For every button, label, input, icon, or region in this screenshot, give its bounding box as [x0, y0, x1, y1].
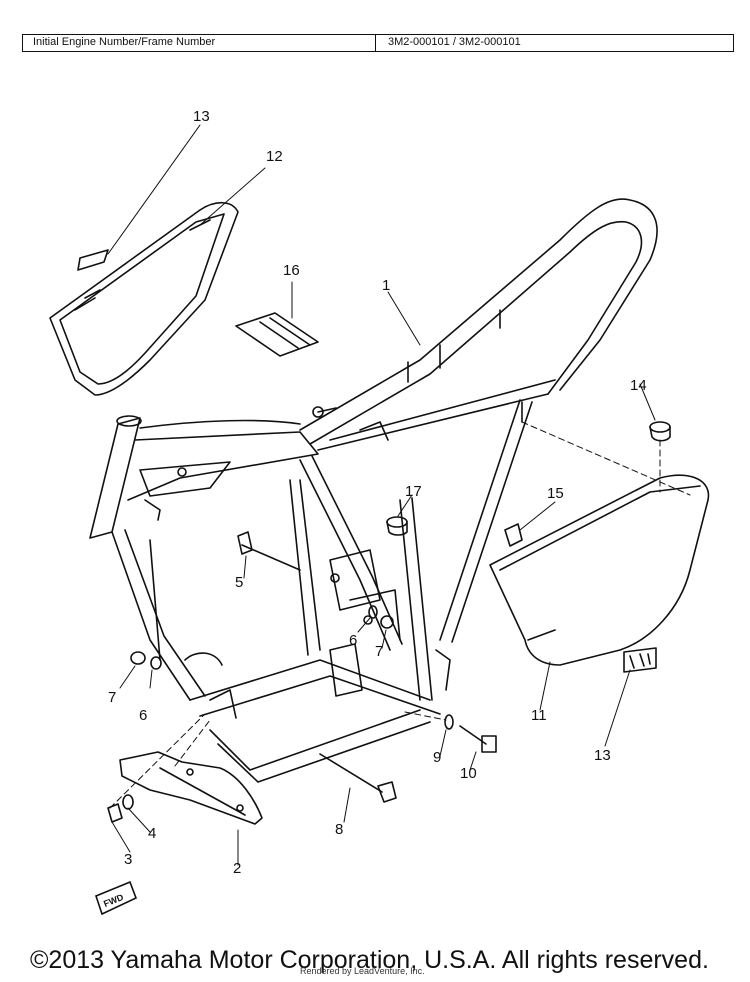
washer-9 [444, 714, 454, 730]
bolt-10 [459, 725, 497, 753]
callout-9: 9 [433, 749, 441, 766]
callout-3: 3 [124, 851, 132, 868]
callout-17: 17 [405, 483, 422, 500]
callout-12: 12 [266, 148, 283, 165]
callout-6-left: 6 [139, 707, 147, 724]
washer-4 [122, 794, 134, 810]
bolt-3 [107, 803, 123, 823]
callout-1: 1 [382, 277, 390, 294]
leader-lines [107, 124, 656, 866]
left-emblem [77, 249, 109, 271]
callout-2: 2 [233, 860, 241, 877]
fwd-arrow-icon: FWD [95, 880, 138, 916]
callout-15: 15 [547, 485, 564, 502]
callout-13-bottom: 13 [594, 747, 611, 764]
left-side-cover [49, 201, 239, 396]
right-emblem [623, 647, 657, 673]
callout-16: 16 [283, 262, 300, 279]
washer-6-center [368, 605, 378, 619]
nut-7-left [130, 651, 146, 665]
nut-7-center [380, 615, 394, 629]
callout-7-left: 7 [108, 689, 116, 706]
callout-8: 8 [335, 821, 343, 838]
callout-4: 4 [148, 825, 156, 842]
header-label: Initial Engine Number/Frame Number [23, 35, 376, 51]
callout-5: 5 [235, 574, 243, 591]
callout-10: 10 [460, 765, 477, 782]
callout-14: 14 [630, 377, 647, 394]
skid-plate [119, 751, 263, 825]
grommet-17 [386, 516, 408, 536]
copyright-notice: ©2013 Yamaha Motor Corporation, U.S.A. A… [30, 946, 709, 974]
frame-pad [235, 312, 319, 357]
frame-number-header: Initial Engine Number/Frame Number 3M2-0… [22, 34, 734, 52]
washer-6-left [150, 656, 162, 670]
callout-11: 11 [531, 707, 547, 724]
clip-15 [504, 523, 523, 547]
callout-6-center: 6 [349, 632, 357, 649]
callout-7-center: 7 [375, 643, 383, 660]
rendered-by-notice: Rendered by LeadVenture, Inc. [300, 966, 425, 976]
main-frame [89, 198, 658, 783]
bolt-5 [237, 531, 301, 571]
callout-13-top: 13 [193, 108, 210, 125]
fwd-label: FWD [102, 892, 125, 909]
alignment-lines [109, 421, 691, 809]
grommet-14 [649, 421, 671, 442]
right-side-cover [489, 474, 710, 666]
header-value: 3M2-000101 / 3M2-000101 [388, 36, 521, 48]
bolt-8 [319, 753, 397, 803]
